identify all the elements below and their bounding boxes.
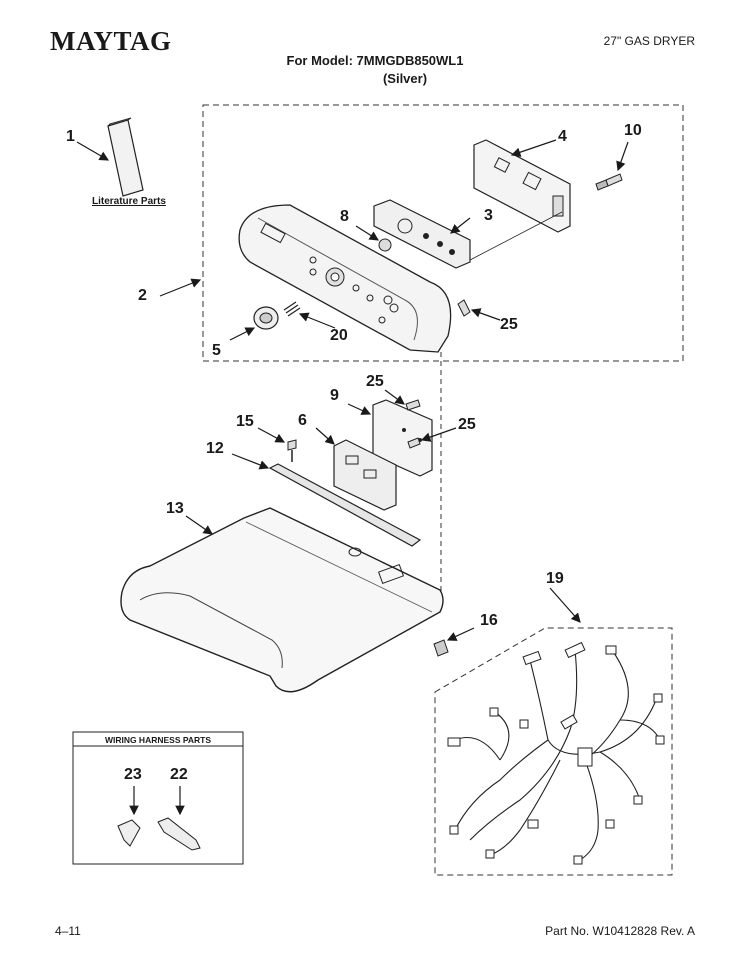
callout-13: 13 [166, 500, 184, 517]
control-panel-group-box [202, 104, 684, 362]
clip-16 [433, 639, 449, 657]
control-panel-bracket [473, 139, 571, 233]
color-line: (Silver) [382, 71, 428, 86]
callout-8: 8 [340, 208, 349, 225]
callout-5: 5 [212, 342, 221, 359]
screw-25-console [457, 299, 471, 317]
callout-16: 16 [480, 612, 498, 629]
callout-6: 6 [298, 412, 307, 429]
callout-10: 10 [624, 122, 642, 139]
harness-connectors [447, 641, 665, 865]
callout-23: 23 [124, 766, 142, 783]
callout-3: 3 [484, 207, 493, 224]
control-module-6 [333, 439, 397, 511]
callout-22: 22 [170, 766, 188, 783]
knob-5 [253, 306, 279, 330]
terminal-23 [117, 819, 141, 847]
callout-9: 9 [330, 387, 339, 404]
screw-15 [287, 439, 297, 462]
model-line: For Model: 7MMGDB850WL1 [286, 53, 464, 68]
callout-12: 12 [206, 440, 224, 457]
callout-20: 20 [330, 327, 348, 344]
literature-parts-label: Literature Parts [92, 196, 166, 207]
model-heading: For Model: 7MMGDB850WL1 (Silver) [0, 52, 750, 88]
spring-20 [283, 301, 301, 317]
wiring-harness-parts-box [72, 731, 244, 865]
wiring-harness-parts-title: WIRING HARNESS PARTS [104, 735, 212, 745]
rail-12 [268, 463, 422, 547]
page-number: 4–11 [55, 924, 81, 938]
screw-10 [595, 173, 623, 191]
callout-15: 15 [236, 413, 254, 430]
control-console [238, 204, 452, 353]
dryer-top-13 [120, 507, 444, 693]
brand-logo: MAYTAG [50, 26, 172, 56]
product-type: 27" GAS DRYER [603, 34, 695, 48]
callout-1: 1 [66, 128, 75, 145]
callout-25-bracket-side: 25 [458, 416, 476, 433]
callout-4: 4 [558, 128, 567, 145]
callout-25-console: 25 [500, 316, 518, 333]
wiring-harness-19 [454, 649, 661, 861]
callout-25-bracket-top: 25 [366, 373, 384, 390]
part-number: Part No. W10412828 Rev. A [545, 924, 695, 938]
callout-19: 19 [546, 570, 564, 587]
wiring-harness-group-box [434, 627, 673, 876]
callout-2: 2 [138, 287, 147, 304]
user-interface-board [373, 199, 471, 269]
screw-25-bracket-side [407, 437, 421, 449]
terminal-22 [157, 817, 201, 851]
screw-25-bracket-top [405, 399, 421, 411]
literature-book [107, 117, 144, 197]
knob-8 [378, 238, 392, 252]
